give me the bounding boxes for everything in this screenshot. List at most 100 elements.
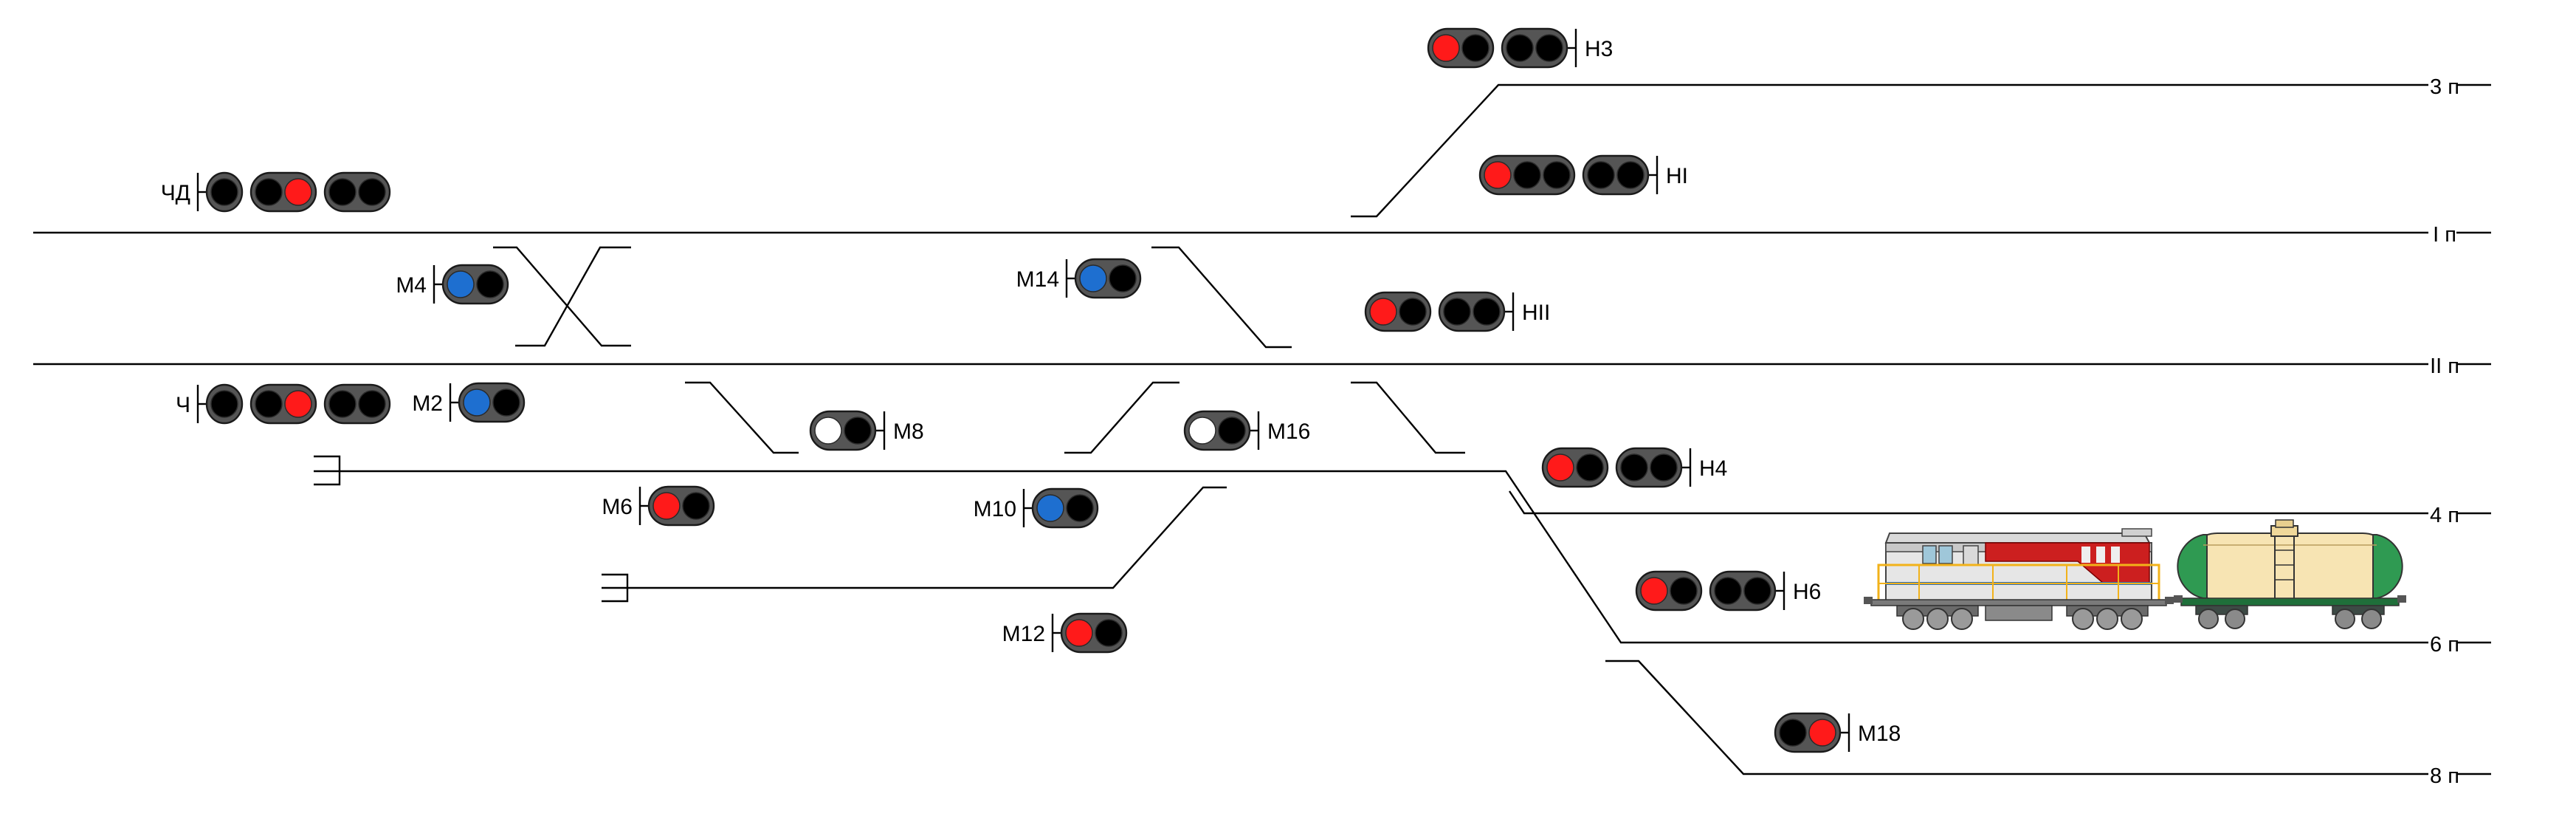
crossover-a (493, 246, 631, 347)
signal-lamp-off (1218, 417, 1246, 445)
signal-label: М18 (1858, 722, 1901, 746)
signal-label: НI (1666, 164, 1688, 188)
signal-lamp-off (1670, 577, 1698, 605)
signal-lamp-off (476, 270, 504, 298)
signal-0: Н3 (1427, 27, 1613, 69)
track-3-line (1351, 83, 2428, 218)
track-8-line (1605, 660, 2428, 775)
signal-lamp-off (1109, 264, 1137, 292)
signal-9: М16 (1183, 410, 1310, 451)
signal-lamp-off (1616, 161, 1645, 189)
buffer-stop-lower (602, 573, 629, 603)
signal-8: М8 (809, 410, 924, 451)
signal-lamp-blue (1036, 494, 1064, 522)
track-labels: 3 п I п II п 4 п 6 п 8 п (2430, 75, 2459, 788)
signal-lamp-off (1506, 34, 1534, 62)
signal-label: М6 (602, 495, 633, 519)
signal-15: М18 (1774, 712, 1901, 753)
siding-upper (314, 470, 2428, 644)
signal-lamp-white (814, 417, 842, 445)
signal-label: М14 (1016, 267, 1059, 292)
track-label: I п (2433, 223, 2456, 247)
signal-7: М2 (412, 382, 526, 423)
signal-lamp-off (1513, 161, 1541, 189)
signal-10: Н4 (1541, 447, 1727, 488)
signal-lamp-off (1743, 577, 1771, 605)
signal-lamp-off (1535, 34, 1563, 62)
signal-label: Н3 (1585, 37, 1613, 61)
track-label: 3 п (2430, 75, 2459, 99)
signal-label: М12 (1002, 622, 1045, 646)
signal-lamp-off (328, 178, 357, 206)
track-label: II п (2430, 355, 2459, 378)
signal-label: Ч (176, 393, 190, 417)
switch-m16 (1064, 381, 1179, 454)
signal-3: НII (1364, 291, 1550, 332)
signal-lamp-red (284, 390, 312, 418)
signal-lamp-off (1620, 453, 1648, 482)
signal-lamp-blue (447, 270, 475, 298)
signal-lamp-red (1369, 298, 1397, 326)
track-label: 6 п (2430, 633, 2459, 657)
signal-lamp-off (358, 390, 386, 418)
signal-lamp-off (682, 492, 710, 520)
signal-label: Н4 (1699, 456, 1727, 481)
signal-11: М6 (602, 485, 715, 527)
locomotive-icon (1864, 528, 2174, 630)
tank-wagon-icon (2174, 519, 2406, 629)
signal-label: М2 (412, 391, 443, 416)
signal-label: ЧД (161, 181, 190, 205)
signal-lamp-red (652, 492, 681, 520)
signal-lamp-off (210, 178, 238, 206)
signal-lamp-off (1399, 298, 1427, 326)
signal-lamp-off (255, 390, 283, 418)
signal-label: НII (1522, 301, 1550, 325)
signal-lamp-blue (463, 388, 491, 417)
signal-2: ЧД (161, 171, 391, 213)
buffer-stop-upper (314, 455, 341, 486)
track-lines (33, 83, 2491, 775)
signal-label: М4 (396, 273, 427, 298)
signal-lamp-red (284, 178, 312, 206)
signal-lamp-blue (1079, 264, 1107, 292)
signal-lamp-off (1714, 577, 1742, 605)
signal-lamp-off (1473, 298, 1501, 326)
track-4-line (1509, 490, 2428, 515)
signal-label: М8 (893, 419, 924, 444)
signal-lamp-red (1546, 453, 1574, 482)
siding-lower (602, 486, 1227, 589)
switch-right-1 (1151, 246, 1292, 349)
signal-lamp-red (1808, 719, 1836, 747)
signal-4: М4 (396, 264, 509, 305)
switch-track-4 (1351, 381, 1465, 454)
signal-1: НI (1478, 154, 1688, 196)
signal-13: Н6 (1635, 570, 1821, 612)
signal-lamp-red (1640, 577, 1668, 605)
signal-12: М10 (974, 487, 1099, 529)
signal-lamp-off (210, 390, 238, 418)
signal-lamp-off (1461, 34, 1490, 62)
signal-lamp-off (1543, 161, 1571, 189)
signal-5: М14 (1016, 258, 1142, 299)
signal-lamp-red (1065, 619, 1093, 647)
signal-lamp-off (358, 178, 386, 206)
signal-label: Н6 (1793, 580, 1821, 604)
signal-lamp-off (328, 390, 357, 418)
signal-lamp-white (1188, 417, 1216, 445)
signal-lamp-red (1484, 161, 1512, 189)
signal-label: М10 (974, 497, 1016, 521)
signal-lamp-off (1443, 298, 1471, 326)
signal-lamp-off (1576, 453, 1604, 482)
signal-lamp-off (1650, 453, 1678, 482)
signal-lamp-off (255, 178, 283, 206)
signal-lamp-off (1095, 619, 1123, 647)
signal-lamp-off (1066, 494, 1094, 522)
signal-lamp-red (1432, 34, 1460, 62)
crossover-b (515, 246, 631, 347)
signal-lamp-off (844, 417, 872, 445)
track-label: 8 п (2430, 764, 2459, 788)
signal-lamp-off (1779, 719, 1807, 747)
switch-m8 (685, 381, 799, 454)
